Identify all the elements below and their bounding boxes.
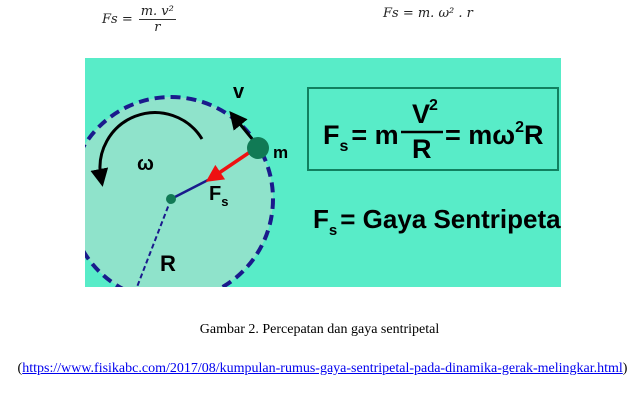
velocity-arrow (229, 111, 255, 141)
source-citation: (https://www.fisikabc.com/2017/08/kumpul… (10, 359, 635, 379)
mass-ball (247, 137, 269, 159)
denominator: r (154, 20, 161, 35)
label-omega: ω (137, 153, 154, 175)
def-f: F (313, 204, 329, 234)
rotation-arrow (90, 111, 204, 187)
circular-path (85, 95, 275, 287)
box-num-sup: 2 (429, 97, 438, 114)
force-arrow (205, 150, 251, 182)
source-link[interactable]: https://www.fisikabc.com/2017/08/kumpula… (22, 361, 623, 376)
center-dot (166, 194, 176, 204)
def-text: = Gaya Sentripetal (340, 204, 561, 234)
radius-line (136, 198, 172, 287)
box-tail: R (524, 120, 544, 150)
box-numerator: V (412, 99, 430, 129)
label-r: R (160, 251, 176, 276)
box-denominator: R (412, 134, 432, 164)
box-eq2: = mω (445, 120, 515, 150)
formula-lhs: Fs = (102, 12, 133, 27)
box-f: F (323, 120, 340, 150)
centripetal-diagram: v m ω Fs R Fs= m V 2 R = mω2R Fs= Gaya S… (85, 58, 561, 287)
svg-text:Fs= m: Fs= m (323, 120, 399, 155)
def-sub: s (329, 222, 337, 239)
svg-text:= mω2R: = mω2R (445, 119, 544, 150)
label-fs-sub: s (221, 194, 228, 209)
paren-close: ) (622, 361, 628, 376)
box-eq1: = m (351, 120, 398, 150)
paren-open: ( (17, 361, 23, 376)
figure-caption: Gambar 2. Percepatan dan gaya sentripeta… (199, 322, 440, 337)
box-sup2: 2 (515, 119, 524, 136)
formula-omega: Fs = m. ω² . r (383, 6, 473, 21)
box-sub: s (340, 138, 349, 155)
numerator: m. v² (138, 4, 176, 20)
label-v: v (233, 81, 245, 103)
label-m: m (273, 143, 288, 162)
svg-text:Fs= Gaya Sentripetal: Fs= Gaya Sentripetal (313, 204, 561, 239)
svg-text:Fs: Fs (209, 183, 228, 209)
label-fs: F (209, 183, 221, 205)
formula-box (307, 87, 559, 171)
